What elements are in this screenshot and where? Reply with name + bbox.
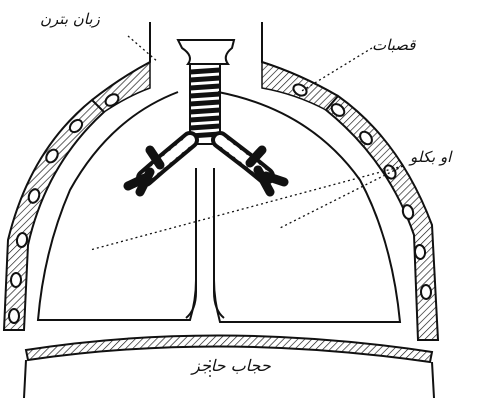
bronchi (128, 140, 284, 192)
larynx (178, 40, 234, 64)
left-lung (38, 92, 196, 320)
tongue-bone-label: زبان بترن (40, 10, 100, 28)
diaphragm-label: حجاب حاجز (192, 356, 271, 375)
trachea (190, 64, 220, 144)
mediastinum (186, 168, 224, 318)
lungs-label: او بکلو (410, 148, 451, 166)
bronchi-label: قصبات (372, 36, 415, 54)
